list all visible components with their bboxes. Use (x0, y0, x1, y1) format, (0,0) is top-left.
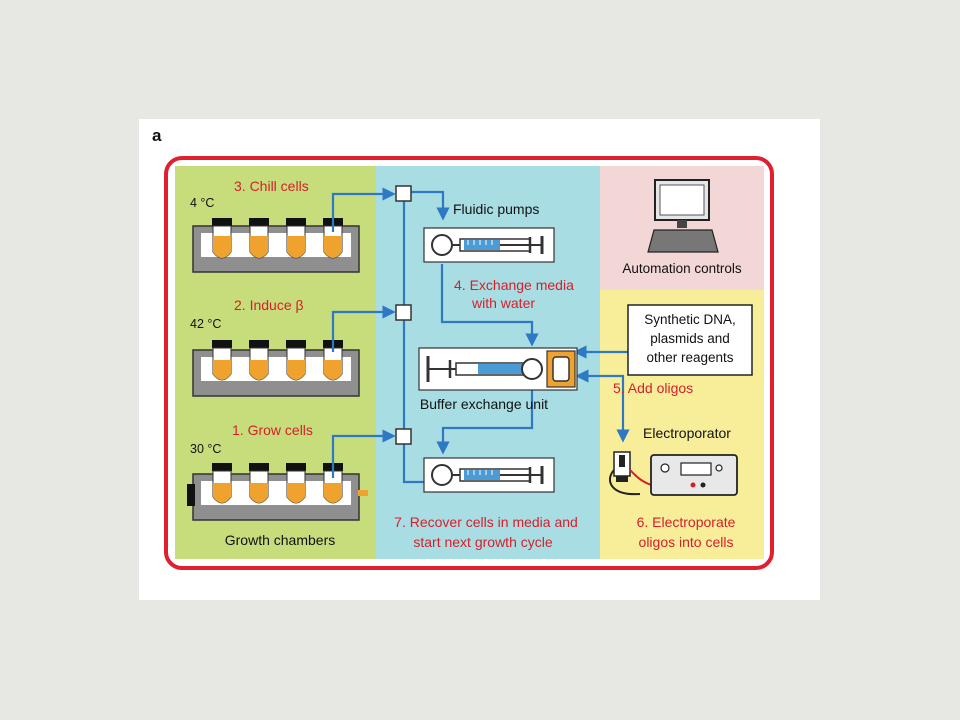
electroporator-device (650, 454, 738, 496)
fluidic-pumps-label: Fluidic pumps (453, 201, 539, 217)
chill-temp: 4 °C (190, 196, 214, 210)
step-4-label-line1: 4. Exchange media (454, 277, 574, 293)
junction-bottom (395, 428, 412, 445)
electroporator-label: Electroporator (643, 425, 731, 441)
induce-rack (192, 339, 360, 397)
reagents-line2: plasmids and (650, 331, 730, 346)
step-2-label: 2. Induce β (234, 297, 304, 313)
device-frame (164, 156, 774, 570)
reagents-line3: other reagents (646, 350, 733, 365)
junction-middle (395, 304, 412, 321)
fluidic-pump-top (422, 226, 556, 264)
step-4-label-line2: with water (471, 295, 535, 311)
reagents-line1: Synthetic DNA, (644, 312, 736, 327)
step-6-label-line2: oligos into cells (639, 534, 734, 550)
buffer-exchange-label: Buffer exchange unit (420, 396, 548, 412)
step-3-label: 3. Chill cells (234, 178, 309, 194)
step-1-label: 1. Grow cells (232, 422, 313, 438)
flow-lines (331, 187, 630, 484)
step-7-label-line2: start next growth cycle (413, 534, 552, 550)
reagents-box (627, 304, 753, 376)
computer-icon (647, 179, 719, 253)
grow-temp: 30 °C (190, 442, 221, 456)
growth-chambers-label: Growth chambers (225, 532, 335, 548)
fluidic-pump-bottom (422, 456, 556, 494)
induce-temp: 42 °C (190, 317, 221, 331)
automation-controls-label: Automation controls (622, 261, 742, 276)
grow-rack (187, 462, 368, 521)
step-7-label-line1: 7. Recover cells in media and (394, 514, 578, 530)
panel-label: a (152, 126, 162, 145)
chill-rack (192, 217, 360, 273)
cuvette-icon (609, 451, 691, 496)
step-5-label: 5. Add oligos (613, 380, 693, 396)
buffer-exchange-unit (418, 347, 578, 391)
step-6-label-line1: 6. Electroporate (637, 514, 736, 530)
junction-top (395, 185, 412, 202)
